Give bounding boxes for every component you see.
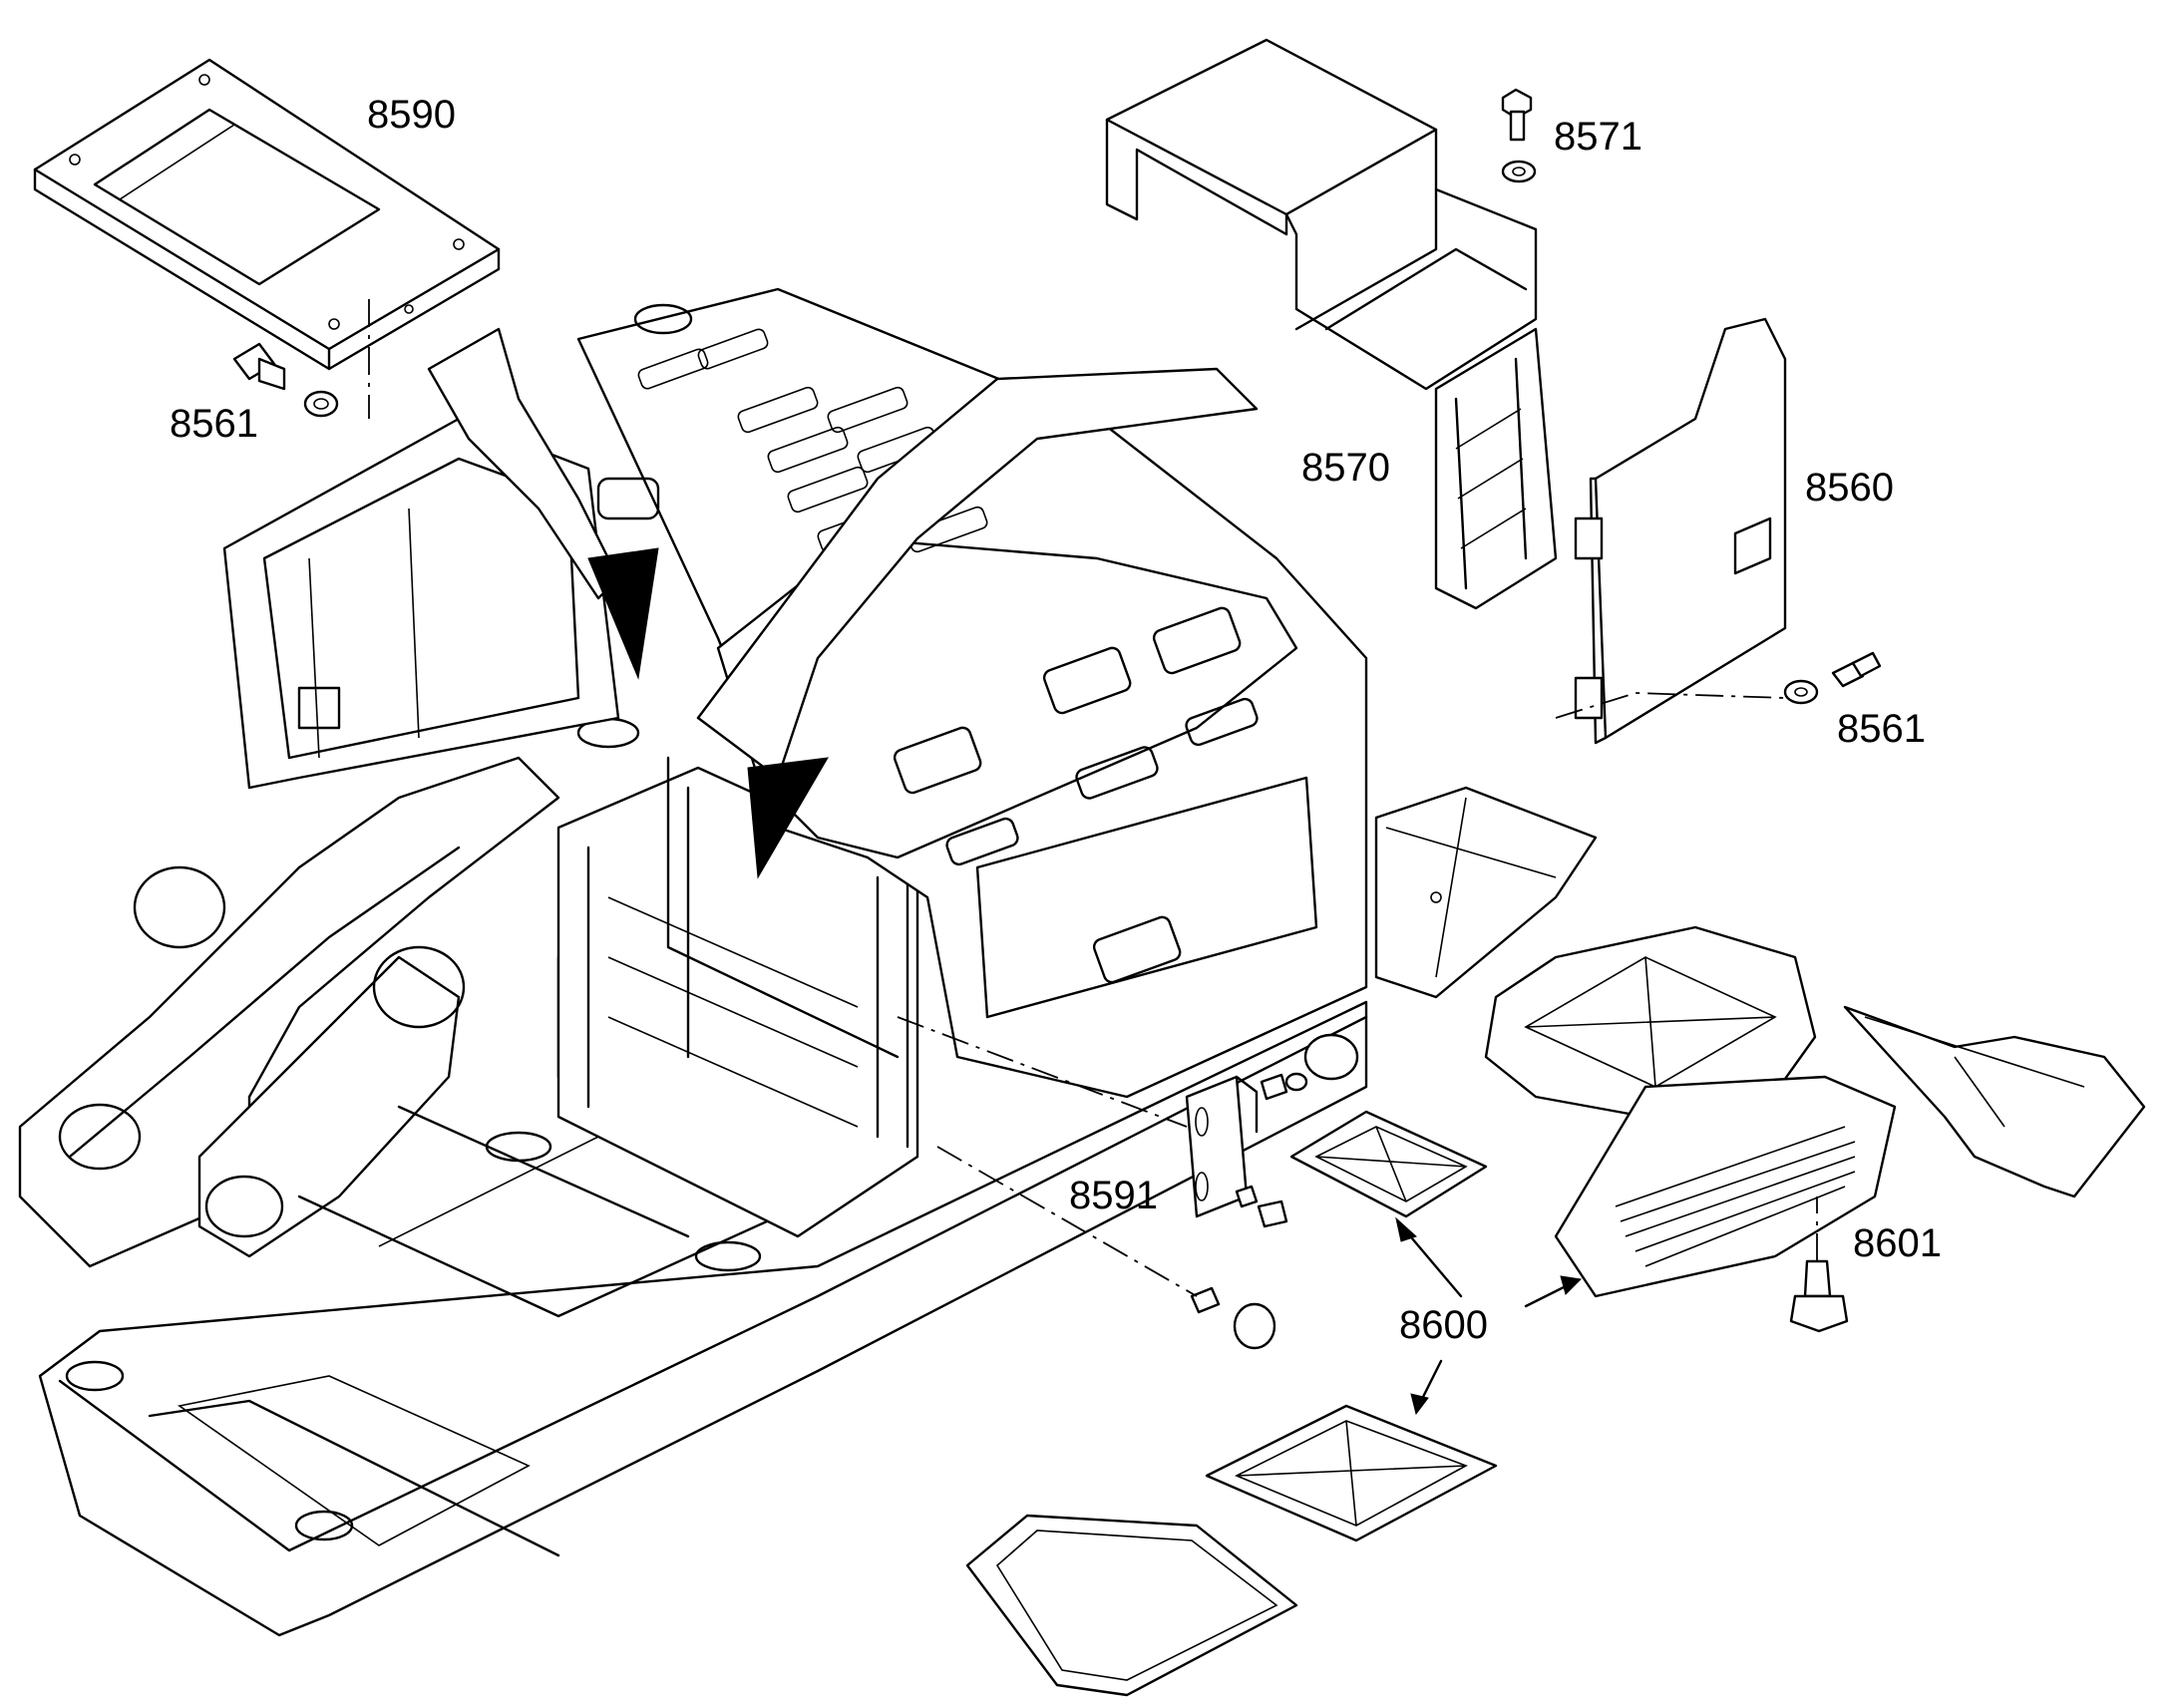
engine-hood [576,287,1368,1099]
leader-8561-right [1555,692,1786,719]
part-8600-plates [965,786,2146,1697]
plate-right [1843,1005,2146,1198]
callout-8570: 8570 [1301,446,1390,490]
callout-8561-right: 8561 [1837,707,1926,751]
callout-8560: 8560 [1805,466,1894,510]
callout-8571: 8571 [1554,115,1642,159]
callout-8601: 8601 [1853,1221,1942,1265]
callout-8591: 8591 [1069,1174,1158,1217]
part-8590-cover [33,58,501,371]
plate-small [1289,1110,1488,1218]
assembly-arrows [427,327,1259,879]
callout-8600: 8600 [1399,1303,1488,1347]
leader-8591 [897,1016,1198,1297]
plate-lower-left [965,1514,1298,1697]
part-8560-door [1574,317,1787,745]
part-8571-bolt [1501,88,1537,183]
part-8570-bracket [1105,38,1558,610]
part-8591-bracket [1185,1033,1359,1350]
leader-8600 [1395,1216,1583,1416]
callout-8561-top: 8561 [170,402,258,446]
hood-vents [893,606,1259,984]
callout-8590: 8590 [367,93,456,137]
machine-frame [18,716,1368,1637]
part-8601-plug [1789,1259,1849,1333]
part-8561-bolt-top [232,342,339,418]
part-8561-bolt-right [1783,651,1882,705]
